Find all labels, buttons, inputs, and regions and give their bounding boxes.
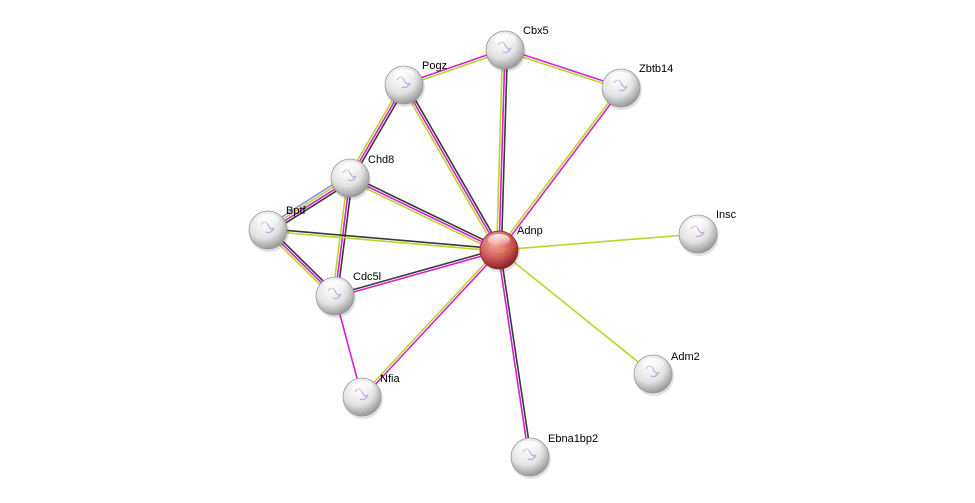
node-label: Nfia <box>380 373 400 385</box>
edge-chd8-adnp[interactable] <box>348 175 501 253</box>
node-cdc5l[interactable]: Cdc5l <box>315 271 381 318</box>
edge-evidence-magenta <box>499 88 623 252</box>
edge-cbx5-zbtb14[interactable] <box>504 48 622 90</box>
edge-evidence-yellow <box>348 179 499 253</box>
node-highlight <box>519 441 541 453</box>
edge-pogz-adnp[interactable] <box>401 83 502 252</box>
node-chd8[interactable]: Chd8 <box>330 154 394 200</box>
node-highlight <box>642 358 664 370</box>
node-nfia[interactable]: Nfia <box>342 373 400 419</box>
node-label: Cbx5 <box>523 25 549 37</box>
node-highlight <box>610 72 632 84</box>
edge-evidence-yellow <box>267 230 499 252</box>
node-highlight <box>339 162 361 174</box>
edge-evidence-magenta <box>335 250 500 298</box>
edge-adnp-insc[interactable] <box>498 233 699 251</box>
edge-zbtb14-adnp[interactable] <box>497 86 623 252</box>
node-highlight <box>488 234 510 246</box>
node-cbx5[interactable]: Cbx5 <box>485 25 549 72</box>
edge-evidence-magenta <box>403 84 500 251</box>
node-label: Chd8 <box>368 154 394 166</box>
node-highlight <box>351 381 373 393</box>
node-highlight <box>494 34 516 46</box>
edge-adnp-nfia[interactable] <box>360 248 501 399</box>
node-adm2[interactable]: Adm2 <box>633 351 700 396</box>
edge-evidence-black <box>350 175 501 249</box>
edge-evidence-yellow <box>504 50 621 90</box>
edge-evidence-yellow <box>498 233 699 251</box>
edge-evidence-black <box>405 83 502 250</box>
node-zbtb14[interactable]: Zbtb14 <box>601 63 673 110</box>
node-label: Cdc5l <box>353 271 381 283</box>
edge-evidence-magenta <box>498 49 506 251</box>
edge-evidence-magenta <box>497 250 530 458</box>
node-adnp[interactable]: Adnp <box>479 225 543 272</box>
node-label: Pogz <box>422 60 447 72</box>
node-highlight <box>687 218 709 230</box>
node-label: Adm2 <box>671 351 700 363</box>
edge-evidence-black <box>268 228 500 250</box>
edge-adnp-adm2[interactable] <box>498 249 654 375</box>
edge-evidence-magenta <box>505 48 622 88</box>
node-label: Insc <box>716 209 737 221</box>
edge-evidence-yellow <box>497 86 621 250</box>
edge-adnp-ebna1bp2[interactable] <box>497 249 532 458</box>
node-insc[interactable]: Insc <box>678 209 737 256</box>
edge-evidence-yellow <box>495 49 504 250</box>
edge-evidence-black <box>499 249 532 457</box>
node-label: Zbtb14 <box>639 63 673 75</box>
node-highlight <box>393 69 415 81</box>
node-label: Bptf <box>286 205 307 217</box>
node-bptf[interactable]: Bptf <box>248 205 307 252</box>
edge-evidence-black <box>334 248 499 296</box>
node-ebna1bp2[interactable]: Ebna1bp2 <box>510 433 598 479</box>
edge-evidence-yellow <box>498 249 654 375</box>
node-label: Adnp <box>517 225 543 237</box>
node-highlight <box>324 280 346 292</box>
edge-cdc5l-adnp[interactable] <box>334 248 500 298</box>
edge-evidence-yellow <box>360 248 499 397</box>
edges-layer <box>265 48 699 458</box>
node-label: Ebna1bp2 <box>548 433 598 445</box>
edge-evidence-yellow <box>401 85 498 252</box>
edge-cbx5-adnp[interactable] <box>495 49 509 251</box>
edge-evidence-magenta <box>362 250 501 399</box>
node-highlight <box>257 214 279 226</box>
edge-evidence-magenta <box>349 177 500 251</box>
edge-bptf-adnp[interactable] <box>267 228 500 252</box>
node-pogz[interactable]: Pogz <box>384 60 447 107</box>
edge-evidence-black <box>500 50 509 251</box>
